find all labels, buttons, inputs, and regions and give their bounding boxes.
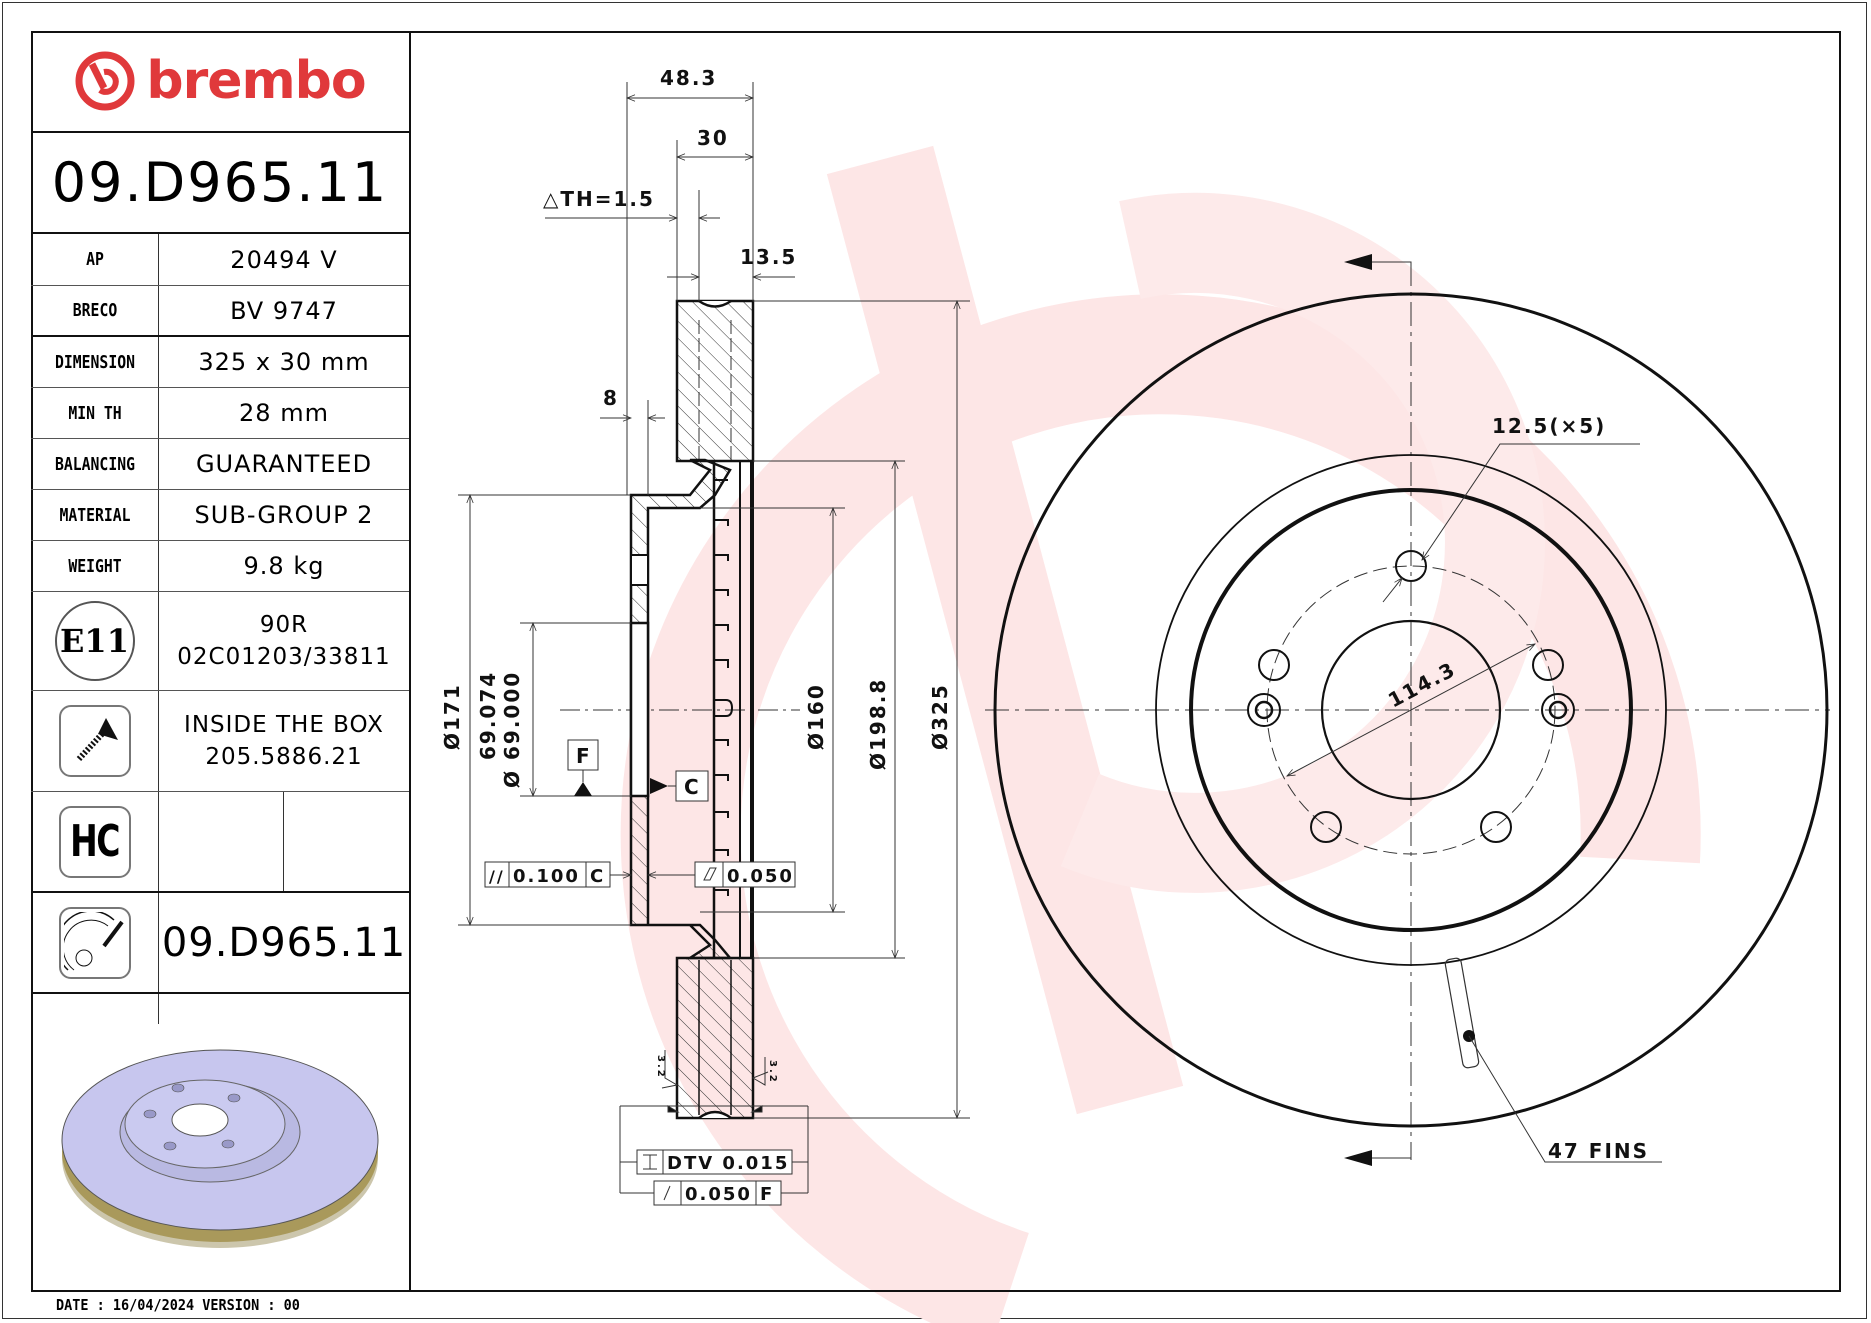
screw-info: INSIDE THE BOX 205.5886.21 xyxy=(159,691,409,791)
hc-icon-text: HC xyxy=(70,816,120,867)
disc-marking-icon xyxy=(58,906,131,979)
title-block: brembo 09.D965.11 AP 20494 V BRECO BV 97… xyxy=(31,31,411,1292)
dim-d69-lower: 69.000 xyxy=(500,671,524,760)
roughness-left: 3.2 xyxy=(655,1055,666,1079)
homologation-info: 90R 02C01203/33811 xyxy=(159,592,409,690)
flatness-value: 0.050 xyxy=(727,866,794,887)
screw-cell xyxy=(31,691,158,791)
dim-d325: Ø325 xyxy=(928,683,952,750)
hc-cell: HC xyxy=(31,792,158,891)
parallelism-value: 0.100 xyxy=(513,866,580,887)
spec-label-breco: BRECO xyxy=(72,300,118,321)
brake-disc-image xyxy=(61,1049,379,1248)
dim-hat-wall: 8 xyxy=(603,386,619,410)
disc-3d-render xyxy=(31,994,409,1290)
spec-value-breco: BV 9747 xyxy=(230,296,338,325)
dim-d69-prefix: Ø xyxy=(500,769,524,788)
dim-d160: Ø160 xyxy=(804,683,828,750)
spec-value-balancing: GUARANTEED xyxy=(195,450,373,478)
dim-d69-upper: 69.074 xyxy=(476,671,500,760)
dim-d171: Ø171 xyxy=(440,683,464,750)
spec-value-ap: 20494 V xyxy=(230,245,338,274)
part-number-title: 09.D965.11 xyxy=(51,150,389,214)
runout-value: 0.050 xyxy=(685,1184,752,1205)
screw-line2: 205.5886.21 xyxy=(205,744,363,770)
section-view xyxy=(458,82,970,1206)
brembo-logo-icon xyxy=(75,51,135,111)
homologation-line1: 90R xyxy=(259,612,309,638)
brand-name: brembo xyxy=(146,51,366,111)
dim-offset: 13.5 xyxy=(740,245,797,269)
roughness-right: 3.2 xyxy=(767,1060,778,1084)
brand-logo: brembo xyxy=(31,31,409,131)
spec-value-min-th: 28 mm xyxy=(239,399,329,427)
parallelism-symbol: // xyxy=(489,867,505,886)
runout-datum: F xyxy=(760,1184,774,1205)
datum-c: C xyxy=(684,775,701,799)
spec-label-min-th: MIN TH xyxy=(68,402,122,424)
marking-part-number: 09.D965.11 xyxy=(161,919,407,966)
parallelism-datum: C xyxy=(590,866,605,887)
datum-f: F xyxy=(576,744,592,768)
spec-label-dimension: DIMENSION xyxy=(54,351,135,373)
screw-icon xyxy=(58,705,131,777)
e11-cell: E11 xyxy=(31,592,158,690)
dimension-labels: 48.3 30 △TH=1.5 13.5 8 Ø171 69.074 69.00… xyxy=(440,66,1649,1205)
fins-count: 47 FINS xyxy=(1548,1139,1649,1163)
spec-label-weight: WEIGHT xyxy=(68,555,122,577)
dtv-label: DTV 0.015 xyxy=(667,1153,789,1174)
homologation-line2: 02C01203/33811 xyxy=(177,644,391,670)
screw-line1: INSIDE THE BOX xyxy=(184,712,384,738)
front-view xyxy=(985,254,1830,1166)
footer-date-version: DATE : 16/04/2024 VERSION : 00 xyxy=(56,1296,300,1314)
dim-delta-th: △TH=1.5 xyxy=(543,187,655,211)
marking-cell xyxy=(31,893,158,992)
spec-label-material: MATERIAL xyxy=(59,504,131,526)
spec-value-dimension: 325 x 30 mm xyxy=(198,348,370,376)
dim-overall-width: 48.3 xyxy=(660,66,717,90)
e11-homologation-icon: E11 xyxy=(54,601,135,681)
spec-value-material: SUB-GROUP 2 xyxy=(194,501,374,529)
spec-value-weight: 9.8 kg xyxy=(243,552,325,580)
dim-d198: Ø198.8 xyxy=(866,678,890,770)
drawing-frame xyxy=(31,31,1841,1292)
hc-icon: HC xyxy=(58,805,131,878)
dim-thickness: 30 xyxy=(697,126,729,150)
bolt-hole-dim: 12.5(×5) xyxy=(1492,414,1606,438)
spec-label-ap: AP xyxy=(86,249,104,270)
spec-label-balancing: BALANCING xyxy=(54,453,135,475)
